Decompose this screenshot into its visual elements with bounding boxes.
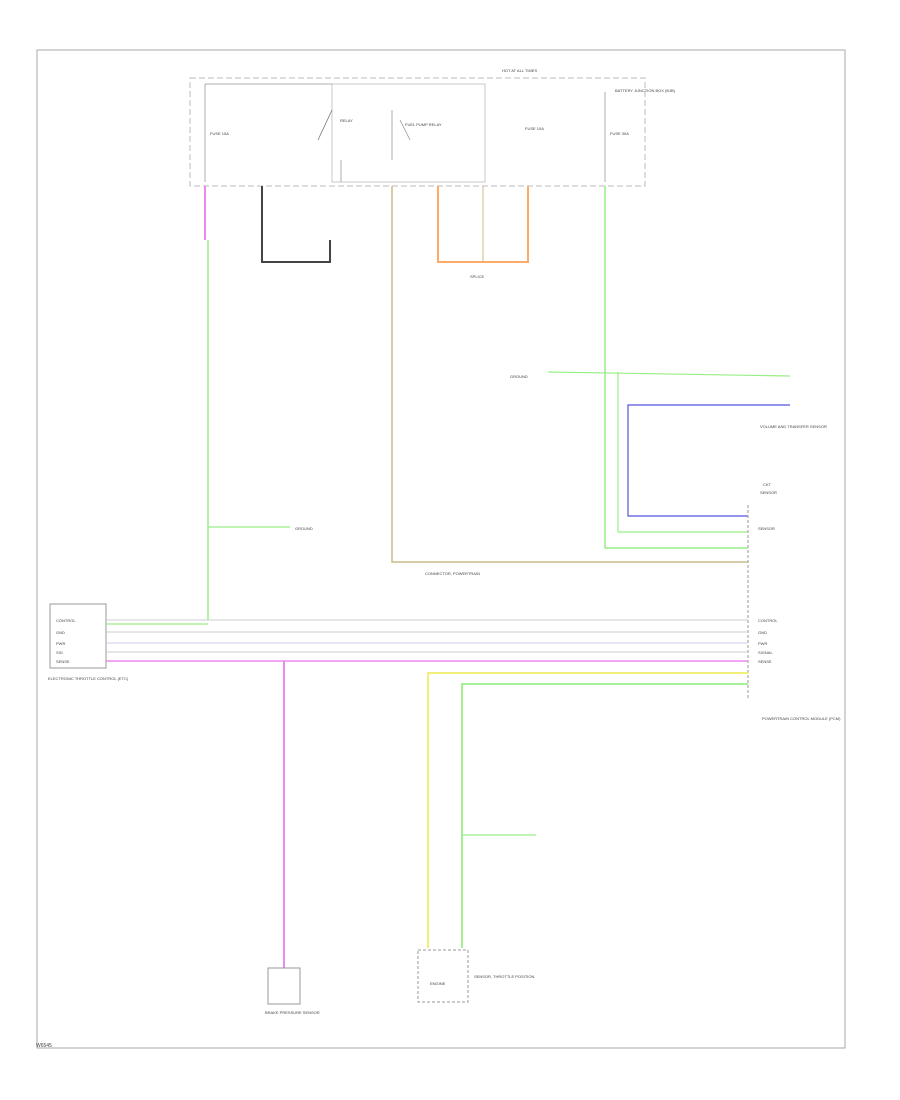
module-right-top-label: VOLUME AND TRANSFER SENSOR [760,424,827,429]
left-control: CONTROL [56,618,76,623]
splice-center-label: CONNECTOR, POWERTRAIN [425,571,480,576]
wire-yellow-drop [427,672,748,948]
right-sensor-gnd: SENSOR [760,490,777,495]
sensor-bottom-left-label: BRAKE PRESSURE SENSOR [265,1010,320,1015]
relay-1-label: RELAY [340,118,353,123]
wire-blue [627,404,790,517]
relay-2-label: FUEL PUMP RELAY [405,122,442,127]
relay-coil-b [399,119,411,141]
ground-1-label: GROUND [510,374,528,379]
right-gnd: GND [758,630,767,635]
brake-pressure-sensor [267,967,301,1005]
fuel-pump-relay-box [331,83,486,183]
wire-green-fuse3 [604,186,748,549]
wire-green-branch [547,371,791,377]
fuse-2-label: FUSE 10A [525,126,544,131]
wire-tan [391,186,748,563]
throttle-position-sensor [417,949,469,1003]
right-sense2: SENSOR [758,526,775,531]
fuse-3-label: FUSE 30A [610,131,629,136]
right-sense: SENSE [758,659,772,664]
etc-module [49,603,107,669]
left-sig: SIG [56,650,63,655]
sensor-bottom-right-label: SENSOR, THROTTLE POSITION [474,974,534,979]
relay-contact [317,109,333,141]
right-sig: SIGNAL [758,650,773,655]
ground-2-label: SPLICE [470,274,485,279]
right-pwr: PWR [758,641,767,646]
diagram-frame [36,49,846,1049]
ground-3-label: GROUND [295,526,313,531]
sensor-bottom-right-sub: ENGINE [430,981,446,986]
right-control: CONTROL [758,618,778,623]
wire-dark-ground [261,186,331,263]
fuse-box-name: BATTERY JUNCTION BOX (BJB) [615,88,676,93]
left-pwr: PWR [56,641,65,646]
battery-junction-box [189,77,646,187]
left-sense: SENSE [56,659,70,664]
left-gnd: GND [56,630,65,635]
fuse-1-label: FUSE 15A [210,131,229,136]
right-ckt: CKT [763,482,772,487]
fuse-box-title: HOT AT ALL TIMES [502,68,537,73]
module-right-label: POWERTRAIN CONTROL MODULE (PCM) [762,716,841,721]
page-id: W6545 [36,1043,52,1049]
module-left-label: ELECTRONIC THROTTLE CONTROL (ETC) [48,676,129,681]
wire-green-drop [461,683,748,948]
